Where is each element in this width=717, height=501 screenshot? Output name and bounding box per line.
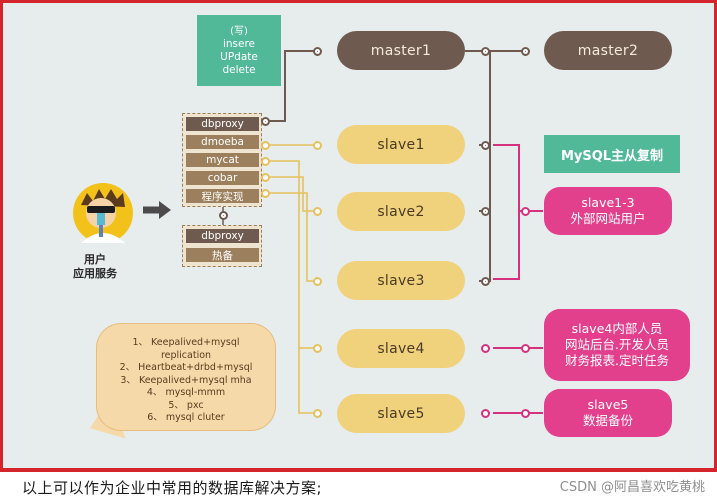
ha-solution-item: 5、 pxc <box>168 399 204 411</box>
middleware-item: cobar <box>186 171 259 185</box>
middleware-item: 程序实现 <box>186 189 259 203</box>
slave3-node: slave3 <box>337 261 465 300</box>
backup-stack: dbproxy 热备 <box>182 225 262 267</box>
backup-item: 热备 <box>186 248 259 262</box>
user-label-line: 应用服务 <box>73 267 117 280</box>
middleware-item: dmoeba <box>186 135 259 149</box>
internal-staff-box: slave4内部人员 网站后台.开发人员 财务报表.定时任务 <box>544 309 690 381</box>
connector-dot <box>313 409 322 418</box>
write-line: (写) <box>230 25 248 37</box>
ha-solution-item: 2、 Heartbeat+drbd+mysql <box>119 362 253 373</box>
connector-dot <box>521 47 530 56</box>
connector-dot <box>481 277 490 286</box>
pink-box-line: 外部网站用户 <box>570 211 646 226</box>
connector-dot <box>481 344 490 353</box>
master2-node: master2 <box>544 31 672 70</box>
connector-dot <box>261 157 270 166</box>
pink-box-line: 财务报表.定时任务 <box>565 353 669 368</box>
backup-item: dbproxy <box>186 229 259 243</box>
connector-dot <box>261 173 270 182</box>
connector-dot <box>261 189 270 198</box>
pink-box-line: slave5 <box>587 397 629 412</box>
pink-box-line: 数据备份 <box>582 413 633 428</box>
connector-dot <box>313 141 322 150</box>
middleware-item: mycat <box>186 153 259 167</box>
write-line: insere <box>222 37 256 50</box>
ha-solutions-bubble <box>97 324 275 430</box>
user-label: 用户 应用服务 <box>55 253 135 281</box>
csdn-watermark: CSDN @阿昌喜欢吃黄桃 <box>559 480 705 495</box>
replication-label: MySQL主从复制 <box>544 135 680 173</box>
ha-solution-item: 1、 Keepalived+mysql <box>132 337 240 348</box>
ha-solution-item: 3、 Keepalived+mysql mha <box>120 374 252 386</box>
connector-dot <box>521 409 530 418</box>
master1-node: master1 <box>337 31 465 70</box>
backup-box: slave5 数据备份 <box>544 389 672 437</box>
connector-dot <box>481 47 490 56</box>
user-avatar <box>67 183 139 251</box>
write-operations-box: (写) insere UPdate delete <box>197 15 281 86</box>
slave5-node: slave5 <box>337 394 465 433</box>
ha-solutions-list: 1、 Keepalived+mysql replication 2、 Heart… <box>99 337 273 425</box>
connector-dot <box>313 207 322 216</box>
user-label-line: 用户 <box>84 253 106 266</box>
middleware-stack: dbproxy dmoeba mycat cobar 程序实现 <box>182 113 262 207</box>
write-line: delete <box>222 63 256 76</box>
pink-box-line: 网站后台.开发人员 <box>565 337 669 352</box>
slave1-node: slave1 <box>337 125 465 164</box>
ha-solution-item: 6、 mysql cluter <box>147 412 225 423</box>
middleware-item: dbproxy <box>186 117 259 131</box>
connector-dot <box>261 117 270 126</box>
connector-dot <box>313 344 322 353</box>
slave2-node: slave2 <box>337 192 465 231</box>
connector-dot <box>481 207 490 216</box>
ha-solution-item: replication <box>160 349 212 361</box>
ha-solution-item: 4、 mysql-mmm <box>146 387 226 398</box>
external-users-box: slave1-3 外部网站用户 <box>544 187 672 235</box>
connector-dot <box>521 344 530 353</box>
connector-dot <box>219 211 228 220</box>
pink-box-line: slave1-3 <box>581 195 635 210</box>
footer-caption: 以上可以作为企业中常用的数据库解决方案; <box>22 479 323 497</box>
user-avatar-icon <box>73 183 133 243</box>
connector-dot <box>481 141 490 150</box>
connector-dot <box>521 207 530 216</box>
write-line: UPdate <box>220 50 258 63</box>
diagram-frame: (写) insere UPdate delete dbproxy dmoeba … <box>0 0 717 472</box>
connector-dot <box>313 277 322 286</box>
slave4-node: slave4 <box>337 329 465 368</box>
pink-box-line: slave4内部人员 <box>571 321 663 336</box>
connector-dot <box>313 47 322 56</box>
connector-dot <box>261 141 270 150</box>
connector-dot <box>481 409 490 418</box>
